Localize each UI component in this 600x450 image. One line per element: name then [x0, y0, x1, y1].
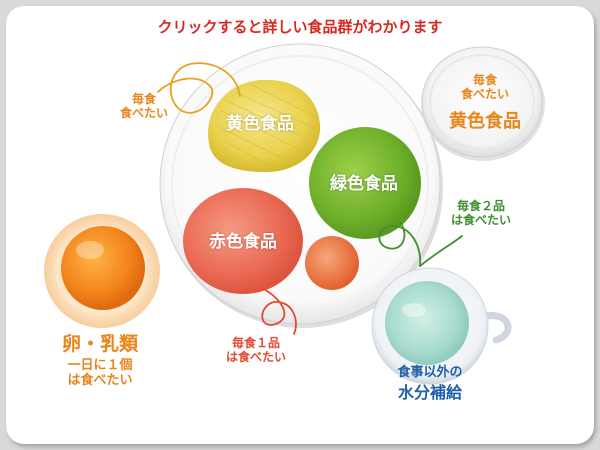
egg-note-line2: は食べたい	[67, 372, 133, 388]
page-instruction: クリックすると詳しい食品群がわかります	[157, 18, 443, 36]
egg-highlight	[76, 241, 104, 259]
yellow-food-texture	[214, 83, 319, 169]
yellow-note-line1: 毎食	[131, 92, 156, 106]
rice-bowl[interactable]	[421, 46, 543, 158]
green-note-line1: 毎食２品	[456, 199, 505, 213]
green-food-label[interactable]: 緑色食品	[330, 174, 398, 194]
small-orange-ball	[305, 236, 359, 290]
bowl-note: 毎食 食べたい	[430, 73, 540, 102]
yellow-food-label[interactable]: 黄色食品	[226, 114, 294, 134]
plate-rim	[171, 55, 429, 313]
egg-note: 一日に１個 は食べたい	[45, 358, 155, 389]
green-swirl	[378, 221, 422, 267]
red-food-label[interactable]: 赤色食品	[209, 232, 277, 252]
water-label[interactable]: 水分補給	[397, 383, 462, 402]
bowl-note-line1: 毎食	[472, 73, 497, 87]
yellow-food-blob[interactable]	[208, 79, 321, 172]
yellow-swirl	[157, 62, 241, 114]
yellow-note-line2: 食べたい	[119, 105, 168, 120]
cup-handle	[482, 312, 512, 344]
green-note: 毎食２品 は食べたい	[436, 199, 526, 228]
water-surface	[385, 281, 469, 365]
bowl-inner-rim	[429, 54, 535, 150]
red-swirl	[261, 287, 297, 335]
green-swirl-tail	[419, 235, 463, 267]
bowl-note-line2: 食べたい	[460, 86, 509, 101]
green-food-blob[interactable]	[309, 127, 421, 239]
red-food-blob[interactable]	[183, 188, 303, 294]
water-highlight	[402, 303, 426, 317]
yellow-note: 毎食 食べたい	[104, 92, 184, 121]
egg-yolk	[61, 226, 145, 310]
red-note-line1: 毎食１品	[231, 336, 280, 350]
green-note-line2: は食べたい	[450, 212, 511, 227]
egg-note-line1: 一日に１個	[67, 358, 133, 373]
egg-dairy-label[interactable]: 卵・乳類	[61, 333, 138, 355]
bowl-label[interactable]: 黄色食品	[449, 111, 521, 132]
red-note-line2: は食べたい	[225, 349, 286, 364]
water-note: 食事以外の	[397, 365, 463, 380]
red-note: 毎食１品 は食べたい	[206, 336, 306, 365]
